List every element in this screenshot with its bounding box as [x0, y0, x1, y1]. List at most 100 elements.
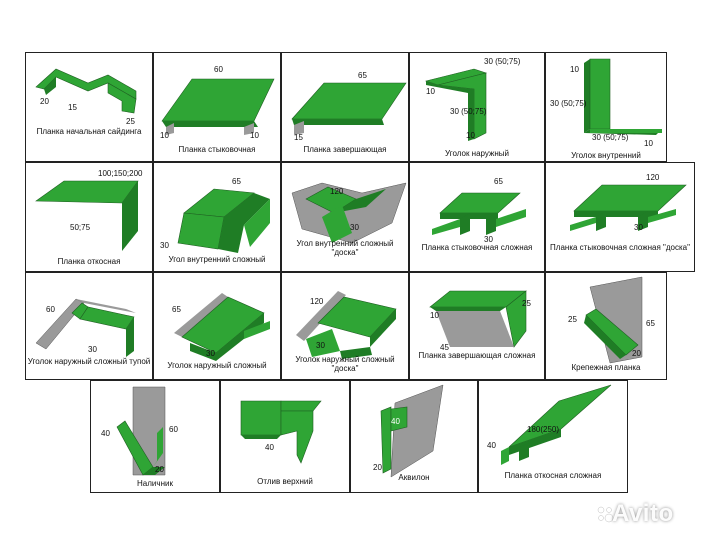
- profile-caption: Угол внутренний сложный "доска": [296, 239, 394, 257]
- dim-label: 45: [440, 343, 449, 352]
- dim-label: 10: [466, 131, 475, 140]
- dim-label: 25: [568, 315, 577, 324]
- joining-strip-complex-drawing: [432, 192, 526, 235]
- joining-strip-board-drawing: [570, 184, 687, 231]
- dim-label: 40: [101, 429, 110, 438]
- dim-label: 30 (50;75): [484, 57, 521, 66]
- dim-label: 30: [160, 241, 169, 250]
- dim-label: 30: [484, 235, 493, 244]
- profile-caption: Крепежная планка: [571, 363, 641, 372]
- profile-caption: Угол внутренний сложный: [168, 255, 266, 264]
- dim-label: 20: [155, 465, 164, 474]
- profile-caption: Аквилон: [398, 473, 430, 482]
- dim-label: 30: [634, 223, 643, 232]
- inner-corner-board-drawing: [291, 182, 407, 244]
- dim-label: 180(250): [527, 425, 560, 434]
- watermark: Avito: [612, 500, 674, 527]
- dim-label: 30: [88, 345, 97, 354]
- cell-fastening-strip: 25 65 20 Крепежная планка: [545, 272, 667, 380]
- dim-label: 10: [570, 65, 579, 74]
- cell-outer-corner: 30 (50;75) 10 30 (50;75) 10 Уголок наруж…: [409, 52, 545, 162]
- slope-strip-drawing: [35, 180, 139, 251]
- aquilon-drawing: [380, 384, 444, 478]
- dim-label: 65: [494, 177, 503, 186]
- dim-label: 10: [160, 131, 169, 140]
- profile-caption: Уголок внутренний: [571, 151, 641, 160]
- dim-label: 10: [250, 131, 259, 140]
- platband-drawing: [116, 386, 166, 476]
- cell-platband: 40 60 20 Наличник: [90, 380, 220, 493]
- dim-label: 10: [426, 87, 435, 96]
- dim-label: 65: [172, 305, 181, 314]
- dim-label: 120: [646, 173, 660, 182]
- cell-aquilon: 40 20 Аквилон: [350, 380, 478, 493]
- dim-label: 40: [265, 443, 274, 452]
- avito-logo-icon: [597, 506, 614, 523]
- dim-label: 10: [644, 139, 653, 148]
- dim-label: 30 (50;75): [450, 107, 487, 116]
- dim-label: 60: [214, 65, 223, 74]
- outer-corner-obtuse-drawing: [35, 298, 136, 357]
- dim-label: 15: [68, 103, 77, 112]
- profile-caption: Планка стыковочная сложная "доска": [550, 243, 690, 252]
- dim-label: 30: [316, 341, 325, 350]
- dim-label: 65: [232, 177, 241, 186]
- dim-label: 60: [46, 305, 55, 314]
- profile-caption: Уголок наружный сложный: [167, 361, 267, 370]
- dim-label: 120: [310, 297, 324, 306]
- starter-strip-drawing: [35, 68, 137, 114]
- cell-inner-corner-complex: 65 30 Угол внутренний сложный: [153, 162, 281, 272]
- profile-caption: Планка начальная сайдинга: [36, 127, 142, 136]
- cell-joining-strip: 60 10 10 Планка стыковочная: [153, 52, 281, 162]
- dim-label: 50;75: [70, 223, 91, 232]
- dim-label: 20: [40, 97, 49, 106]
- dim-label: 10: [430, 311, 439, 320]
- inner-corner-drawing: [584, 58, 662, 135]
- cell-outer-corner-obtuse: 60 30 Уголок наружный сложный тупой: [25, 272, 153, 380]
- dim-label: 40: [391, 417, 400, 426]
- profile-caption: Планка откосная: [57, 257, 121, 266]
- finishing-strip-drawing: [291, 82, 407, 135]
- top-drip-drawing: [240, 400, 322, 464]
- cell-top-drip: 40 Отлив верхний: [220, 380, 350, 493]
- outer-corner-drawing: [424, 68, 488, 141]
- cell-finishing-strip-complex: 10 25 45 Планка завершающая сложная: [409, 272, 545, 380]
- cell-finishing-strip: 65 15 Планка завершающая: [281, 52, 409, 162]
- profile-caption: Планка завершающая сложная: [418, 351, 536, 360]
- dim-label: 30 (50;75): [592, 133, 629, 142]
- profile-caption: Планка стыковочная: [178, 145, 256, 154]
- outer-corner-complex-drawing: [174, 293, 270, 361]
- dim-label: 100;150;200: [98, 169, 143, 178]
- finishing-strip-complex-drawing: [429, 290, 527, 348]
- profile-caption: Наличник: [137, 479, 173, 488]
- profile-caption: Уголок наружный: [445, 149, 509, 158]
- joining-strip-drawing: [161, 78, 275, 135]
- cell-joining-strip-complex: 65 30 Планка стыковочная сложная: [409, 162, 545, 272]
- dim-label: 40: [487, 441, 496, 450]
- slope-strip-complex-drawing: [501, 384, 612, 465]
- dim-label: 25: [126, 117, 135, 126]
- fastening-strip-drawing: [584, 276, 643, 364]
- dim-label: 30 (50;75): [550, 99, 587, 108]
- outer-corner-board-drawing: [296, 291, 397, 359]
- dim-label: 30: [350, 223, 359, 232]
- dim-label: 25: [522, 299, 531, 308]
- dim-label: 20: [373, 463, 382, 472]
- cell-slope-strip: 100;150;200 50;75 Планка откосная: [25, 162, 153, 272]
- cell-outer-corner-board: 120 30 Уголок наружный сложный "доска": [281, 272, 409, 380]
- profile-caption: Планка завершающая: [303, 145, 387, 154]
- cell-joining-strip-board: 120 30 Планка стыковочная сложная "доска…: [545, 162, 695, 272]
- dim-label: 30: [206, 349, 215, 358]
- dim-label: 60: [169, 425, 178, 434]
- profile-caption: Планка стыковочная сложная: [421, 243, 533, 252]
- profile-caption: Отлив верхний: [257, 477, 313, 486]
- cell-inner-corner-board: 120 30 Угол внутренний сложный "доска": [281, 162, 409, 272]
- dim-label: 15: [294, 133, 303, 142]
- cell-outer-corner-complex: 65 30 Уголок наружный сложный: [153, 272, 281, 380]
- dim-label: 20: [632, 349, 641, 358]
- inner-corner-complex-drawing: [177, 188, 270, 253]
- cell-slope-strip-complex: 180(250) 40 Планка откосная сложная: [478, 380, 628, 493]
- dim-label: 65: [358, 71, 367, 80]
- profile-caption: Уголок наружный сложный "доска": [295, 355, 395, 373]
- dim-label: 120: [330, 187, 344, 196]
